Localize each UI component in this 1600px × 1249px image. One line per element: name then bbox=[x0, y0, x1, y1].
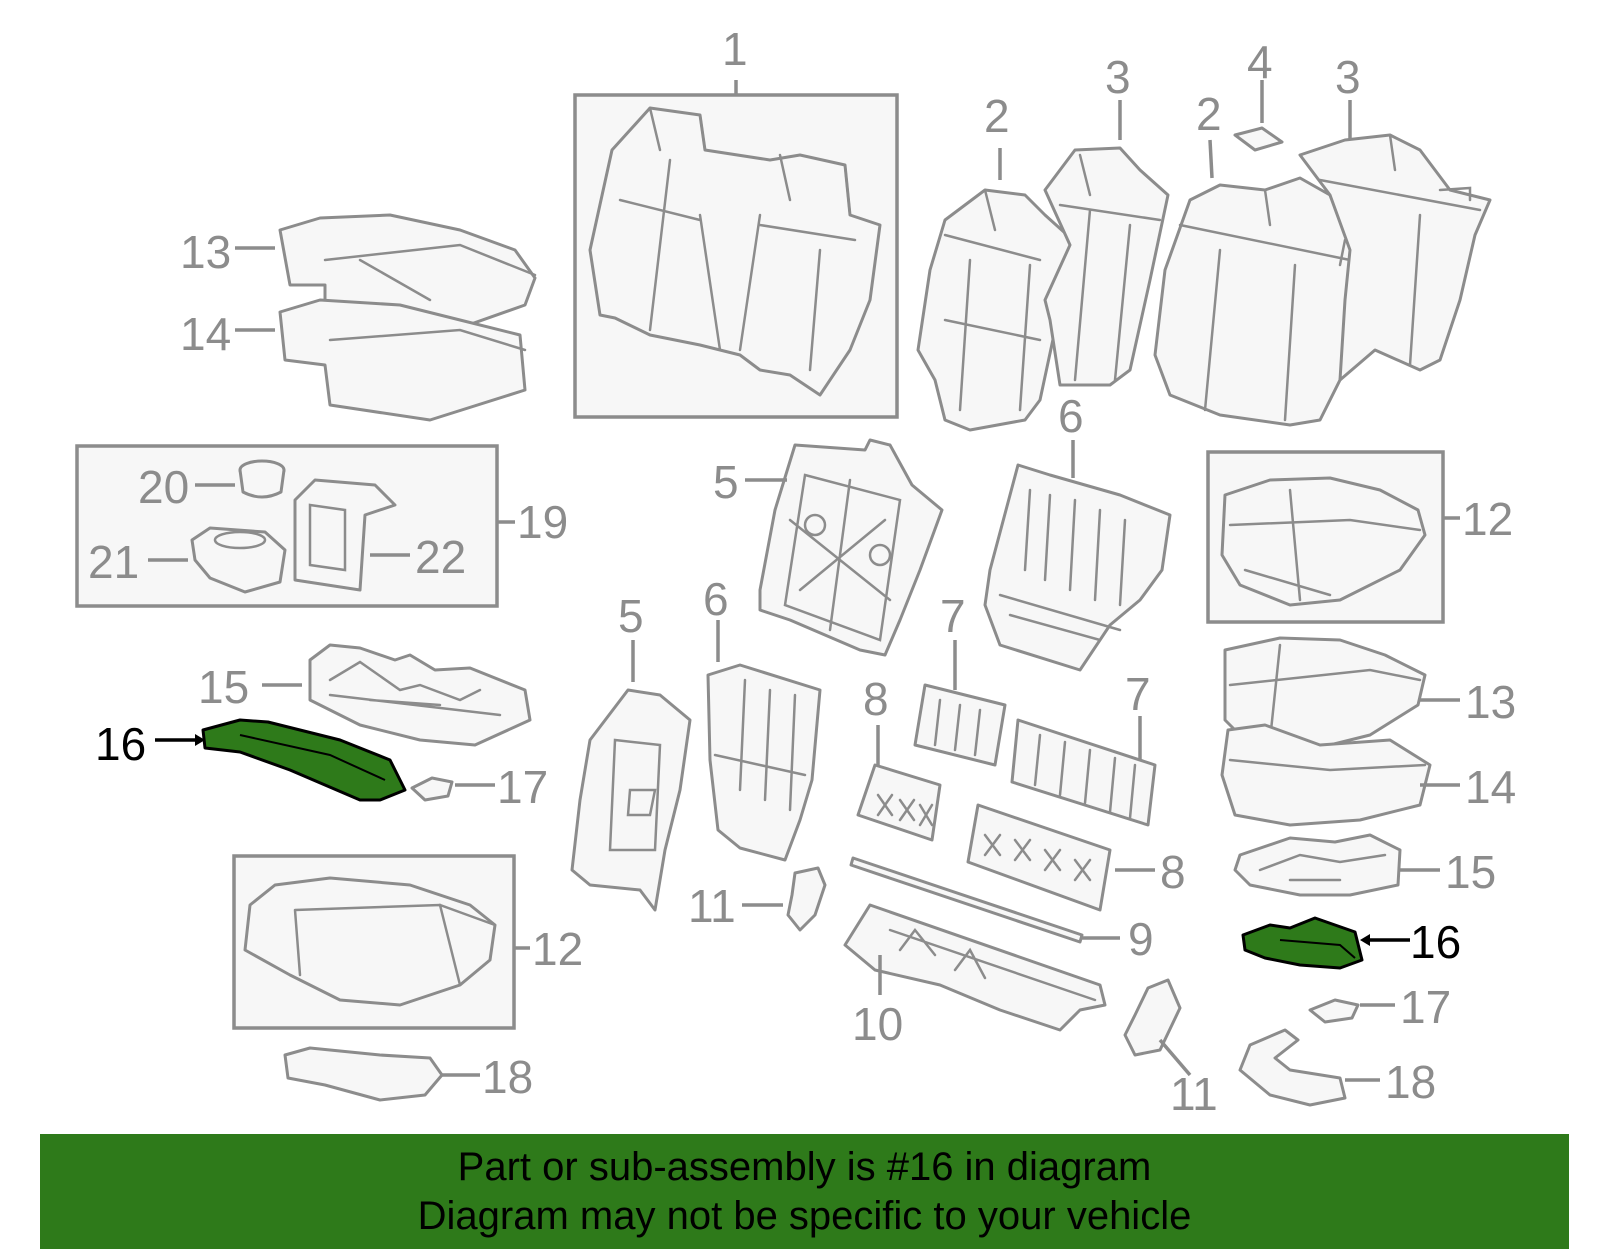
part-13-seat-cushion-right[interactable]: 13 bbox=[1223, 636, 1516, 752]
label-16a: 16 bbox=[95, 718, 146, 770]
part-21-cup-holder[interactable]: 21 bbox=[88, 526, 287, 594]
part-12-cushion-frame-right[interactable]: 12 bbox=[1206, 450, 1513, 624]
part-1-seat-back-frame[interactable]: 1 bbox=[573, 23, 899, 419]
label-4: 4 bbox=[1247, 36, 1273, 88]
part-8-spring-right[interactable]: 8 bbox=[966, 803, 1186, 912]
part-2-seat-back-right[interactable]: 2 bbox=[1153, 88, 1377, 427]
banner-line-1: Part or sub-assembly is #16 in diagram bbox=[457, 1144, 1152, 1189]
banner-line-2: Diagram may not be specific to your vehi… bbox=[417, 1193, 1192, 1238]
part-4-small-bracket[interactable]: 4 bbox=[1233, 36, 1284, 152]
label-21: 21 bbox=[88, 536, 139, 588]
part-16-highlighted-left[interactable]: 16 bbox=[95, 718, 407, 802]
part-18-trim-left[interactable]: 18 bbox=[283, 1046, 533, 1103]
label-10: 10 bbox=[852, 998, 903, 1050]
part-6-panel-lower[interactable]: 6 bbox=[703, 573, 822, 862]
part-20-cup-ring[interactable]: 20 bbox=[138, 459, 286, 513]
label-3a: 3 bbox=[1105, 51, 1131, 103]
label-8b: 8 bbox=[1160, 846, 1186, 898]
part-22-bezel[interactable]: 22 bbox=[293, 478, 466, 592]
part-3-seat-back-far-right[interactable]: 3 bbox=[1298, 51, 1492, 382]
part-14-seat-pad-right[interactable]: 14 bbox=[1220, 723, 1516, 827]
label-22: 22 bbox=[415, 531, 466, 583]
part-14-seat-pad-left[interactable]: 14 bbox=[180, 298, 527, 422]
label-18b: 18 bbox=[1385, 1056, 1436, 1108]
label-5b: 5 bbox=[618, 590, 644, 642]
label-19: 19 bbox=[517, 496, 568, 548]
label-1: 1 bbox=[722, 23, 748, 75]
part-11-bracket-mid[interactable]: 11 bbox=[688, 866, 827, 932]
label-17a: 17 bbox=[497, 761, 548, 813]
part-2-seat-back-left[interactable]: 2 bbox=[916, 90, 1077, 432]
label-14a: 14 bbox=[180, 308, 231, 360]
label-3b: 3 bbox=[1335, 51, 1361, 103]
info-banner: Part or sub-assembly is #16 in diagram D… bbox=[40, 1134, 1569, 1249]
label-7a: 7 bbox=[940, 590, 966, 642]
label-18a: 18 bbox=[482, 1051, 533, 1103]
label-12b: 12 bbox=[1462, 493, 1513, 545]
banner-background bbox=[40, 1134, 1569, 1249]
part-11-bracket-right[interactable]: 11 bbox=[1123, 978, 1218, 1120]
label-6b: 6 bbox=[703, 573, 729, 625]
label-9: 9 bbox=[1128, 913, 1154, 965]
label-16b: 16 bbox=[1410, 916, 1461, 968]
part-8-spring-left[interactable]: 8 bbox=[856, 673, 942, 842]
label-11a: 11 bbox=[688, 880, 736, 932]
part-5-frame-upper[interactable]: 5 bbox=[713, 438, 944, 657]
label-17b: 17 bbox=[1400, 981, 1451, 1033]
part-7-strip-b[interactable]: 7 bbox=[1010, 668, 1157, 827]
part-17-clip-right[interactable]: 17 bbox=[1308, 981, 1451, 1033]
label-7b: 7 bbox=[1125, 668, 1151, 720]
label-2b: 2 bbox=[1196, 88, 1222, 140]
part-3-seat-back-mid[interactable]: 3 bbox=[1043, 51, 1170, 387]
part-6-panel-upper[interactable]: 6 bbox=[983, 390, 1172, 672]
part-9-rod[interactable]: 9 bbox=[849, 856, 1154, 965]
part-15-tray-left[interactable]: 15 bbox=[198, 643, 532, 747]
label-13b: 13 bbox=[1465, 676, 1516, 728]
part-15-tray-right[interactable]: 15 bbox=[1233, 833, 1496, 898]
label-15a: 15 bbox=[198, 661, 249, 713]
label-5a: 5 bbox=[713, 456, 739, 508]
part-19-cupholder-assembly-frame[interactable]: 19 bbox=[75, 444, 568, 608]
part-5-bracket-lower[interactable]: 5 bbox=[570, 590, 692, 912]
label-12a: 12 bbox=[532, 923, 583, 975]
label-13a: 13 bbox=[180, 226, 231, 278]
label-11b: 11 bbox=[1170, 1068, 1218, 1120]
part-16-highlighted-right[interactable]: 16 bbox=[1241, 916, 1461, 970]
label-6a: 6 bbox=[1058, 390, 1084, 442]
part-18-trim-right[interactable]: 18 bbox=[1238, 1028, 1436, 1108]
label-15b: 15 bbox=[1445, 846, 1496, 898]
label-2a: 2 bbox=[984, 90, 1010, 142]
part-7-strip-a[interactable]: 7 bbox=[913, 590, 1007, 767]
label-14b: 14 bbox=[1465, 761, 1516, 813]
part-10-base-rail[interactable]: 10 bbox=[843, 903, 1107, 1050]
label-20: 20 bbox=[138, 461, 189, 513]
label-8a: 8 bbox=[863, 673, 889, 725]
part-17-clip-left[interactable]: 17 bbox=[410, 761, 548, 813]
part-12-cushion-frame-left[interactable]: 12 bbox=[232, 854, 583, 1030]
